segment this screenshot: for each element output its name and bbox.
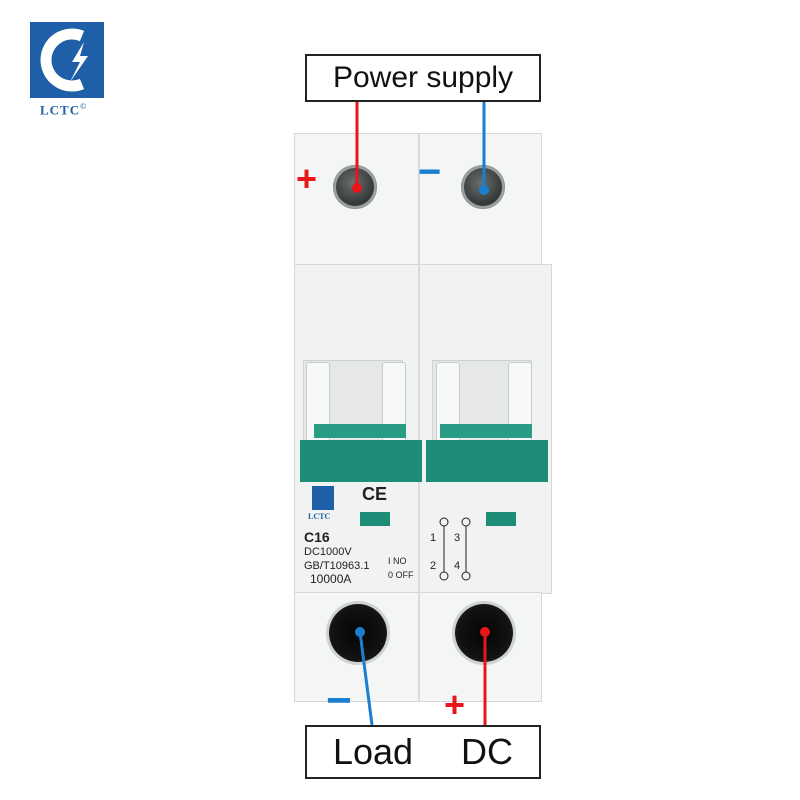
plus-mark-bottom: + xyxy=(444,684,466,725)
rating-label: C16 xyxy=(304,529,330,545)
capacity-label: 10000A xyxy=(310,572,352,586)
negative-output-wire xyxy=(358,631,374,726)
toggle-lever-left[interactable] xyxy=(300,440,422,482)
power-supply-text: Power supply xyxy=(332,61,514,94)
front-brand: LCTC xyxy=(308,512,331,521)
pole-divider-top xyxy=(418,133,420,266)
pole-divider-mid xyxy=(418,264,420,594)
front-logo-icon xyxy=(312,486,334,510)
load-dc-text: Load DC xyxy=(332,731,514,772)
lever-top-right xyxy=(440,424,532,438)
minus-mark-top: − xyxy=(418,150,442,194)
on-label: I NO xyxy=(388,556,407,566)
positive-input-point xyxy=(352,183,362,193)
off-label: 0 OFF xyxy=(388,570,414,580)
status-window-right xyxy=(486,512,516,526)
brand-name: LCTC© xyxy=(40,102,88,118)
ce-mark: CE xyxy=(362,484,388,504)
voltage-label: DC1000V xyxy=(304,546,352,558)
minus-mark-bottom: − xyxy=(326,676,352,725)
logo-emblem xyxy=(30,22,104,98)
brand-logo: LCTC© xyxy=(30,22,106,120)
pole-divider-bottom xyxy=(418,592,420,702)
wiring-diagram-icon xyxy=(439,517,471,581)
load-dc-label: Load DC xyxy=(305,725,541,779)
plus-mark-top: + xyxy=(296,158,318,199)
terminal-2-label: 2 xyxy=(430,560,437,572)
negative-output-point xyxy=(355,627,365,637)
lever-top-left xyxy=(314,424,406,438)
positive-output-point xyxy=(480,627,490,637)
standard-label: GB/T10963.1 xyxy=(304,560,370,572)
terminal-3-label: 3 xyxy=(454,532,461,544)
negative-input-point xyxy=(479,185,489,195)
terminal-1-label: 1 xyxy=(430,532,437,544)
toggle-lever-right[interactable] xyxy=(426,440,548,482)
status-window-left xyxy=(360,512,390,526)
power-supply-label: Power supply xyxy=(305,54,541,102)
terminal-4-label: 4 xyxy=(454,560,461,572)
